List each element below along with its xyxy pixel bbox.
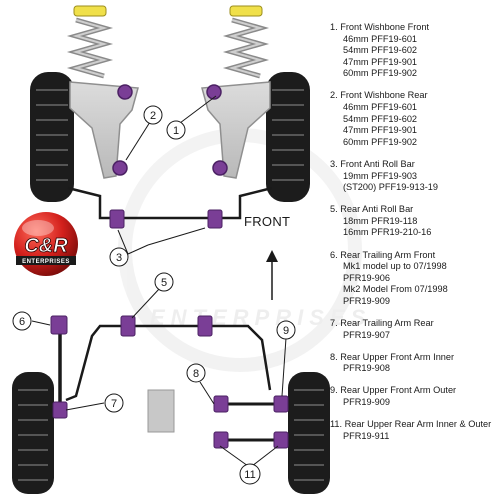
part-code: 16mm PFR19-210-16 — [343, 227, 432, 238]
part-code: 60mm PFF19-902 — [343, 136, 418, 147]
bush-rear-trailing-front — [50, 315, 68, 335]
front-left-tyre — [30, 72, 74, 202]
callout-1: 1 — [166, 120, 186, 140]
part-code: Mk2 Model From 07/1998 — [343, 284, 448, 295]
part-code: PFR19-906 — [343, 272, 390, 283]
bush-rear-trailing-rear — [52, 401, 68, 419]
front-right-tyre — [266, 72, 310, 202]
callout-11: 11 — [239, 463, 261, 485]
callout-5: 5 — [154, 272, 174, 292]
part-code: PFR19-908 — [343, 363, 390, 374]
part-code: 46mm PFF19-601 — [343, 33, 418, 44]
svg-text:3: 3 — [116, 252, 122, 264]
svg-text:9: 9 — [283, 325, 289, 337]
rear-diff-block — [147, 389, 175, 433]
front-left-wishbone — [69, 81, 139, 179]
bush-front-wishbone-front-right — [206, 84, 222, 100]
svg-text:11: 11 — [244, 469, 255, 481]
callouts: 1 2 3 5 6 7 8 9 11 — [12, 105, 296, 485]
bush-rear-upper-rear-outer — [273, 431, 289, 449]
rear-left-tyre — [12, 372, 54, 494]
part-code: 47mm PFF19-901 — [343, 56, 418, 67]
logo-sub: ENTERPRISES — [22, 259, 70, 265]
front-left-spring — [66, 5, 114, 79]
part-title: 8. Rear Upper Front Arm Inner — [330, 351, 455, 362]
part-title: 9. Rear Upper Front Arm Outer — [330, 385, 457, 396]
front-right-wishbone — [201, 81, 271, 179]
part-title: 1. Front Wishbone Front — [330, 22, 430, 32]
bush-front-arb-left — [109, 209, 125, 229]
bush-rear-arb-right — [197, 315, 213, 337]
front-arrow — [266, 250, 278, 300]
svg-text:2: 2 — [150, 110, 156, 122]
bush-front-wishbone-rear-right — [212, 160, 228, 176]
part-title: 2. Front Wishbone Rear — [330, 90, 428, 101]
bush-rear-upper-rear-inner — [213, 431, 229, 449]
front-right-spring — [222, 5, 270, 79]
part-title: 3. Front Anti Roll Bar — [330, 158, 415, 169]
callout-leaders — [31, 95, 287, 467]
part-code: Mk1 model up to 07/1998 — [343, 261, 447, 272]
logo-brand: C&R — [24, 235, 68, 257]
part-code: PFR19-907 — [343, 329, 390, 340]
part-code: PFR19-911 — [343, 430, 390, 441]
cr-logo: C&R ENTERPRISES — [14, 212, 78, 276]
callout-3: 3 — [109, 247, 129, 267]
callout-6: 6 — [12, 311, 32, 331]
bush-front-arb-right — [207, 209, 223, 229]
front-label: FRONT — [244, 214, 291, 229]
svg-text:8: 8 — [193, 368, 199, 380]
part-code: (ST200) PFF19-913-19 — [343, 182, 438, 193]
callout-8: 8 — [186, 363, 206, 383]
bush-front-wishbone-rear-left — [112, 160, 128, 176]
bush-front-wishbone-front-left — [117, 84, 133, 100]
part-title: 11. Rear Upper Rear Arm Inner & Outer — [330, 419, 492, 430]
part-code: 18mm PFR19-118 — [343, 215, 418, 226]
part-code: PFR19-909 — [343, 295, 390, 306]
part-code: 54mm PFF19-602 — [343, 45, 418, 56]
part-code: 47mm PFF19-901 — [343, 125, 418, 136]
part-code: PFR19-909 — [343, 396, 390, 407]
bush-rear-arb-left — [120, 315, 136, 337]
svg-text:5: 5 — [161, 277, 167, 289]
part-title: 7. Rear Trailing Arm Rear — [330, 317, 434, 328]
bush-rear-upper-front-outer — [273, 395, 289, 413]
part-code: 60mm PFF19-902 — [343, 68, 418, 79]
svg-text:6: 6 — [19, 316, 25, 328]
svg-text:7: 7 — [111, 398, 117, 410]
part-title: 5. Rear Anti Roll Bar — [330, 204, 414, 215]
callout-9: 9 — [276, 320, 296, 340]
svg-text:1: 1 — [173, 125, 179, 137]
part-code: 46mm PFF19-601 — [343, 102, 418, 113]
rear-anti-roll-bar — [65, 324, 272, 402]
callout-2: 2 — [143, 105, 163, 125]
part-code: 19mm PFF19-903 — [343, 170, 418, 181]
callout-7: 7 — [104, 393, 124, 413]
part-title: 6. Rear Trailing Arm Front — [330, 249, 436, 260]
bush-rear-upper-front-inner — [213, 395, 229, 413]
rear-right-tyre — [288, 372, 330, 494]
front-anti-roll-bar — [67, 186, 273, 220]
part-code: 54mm PFF19-602 — [343, 113, 418, 124]
